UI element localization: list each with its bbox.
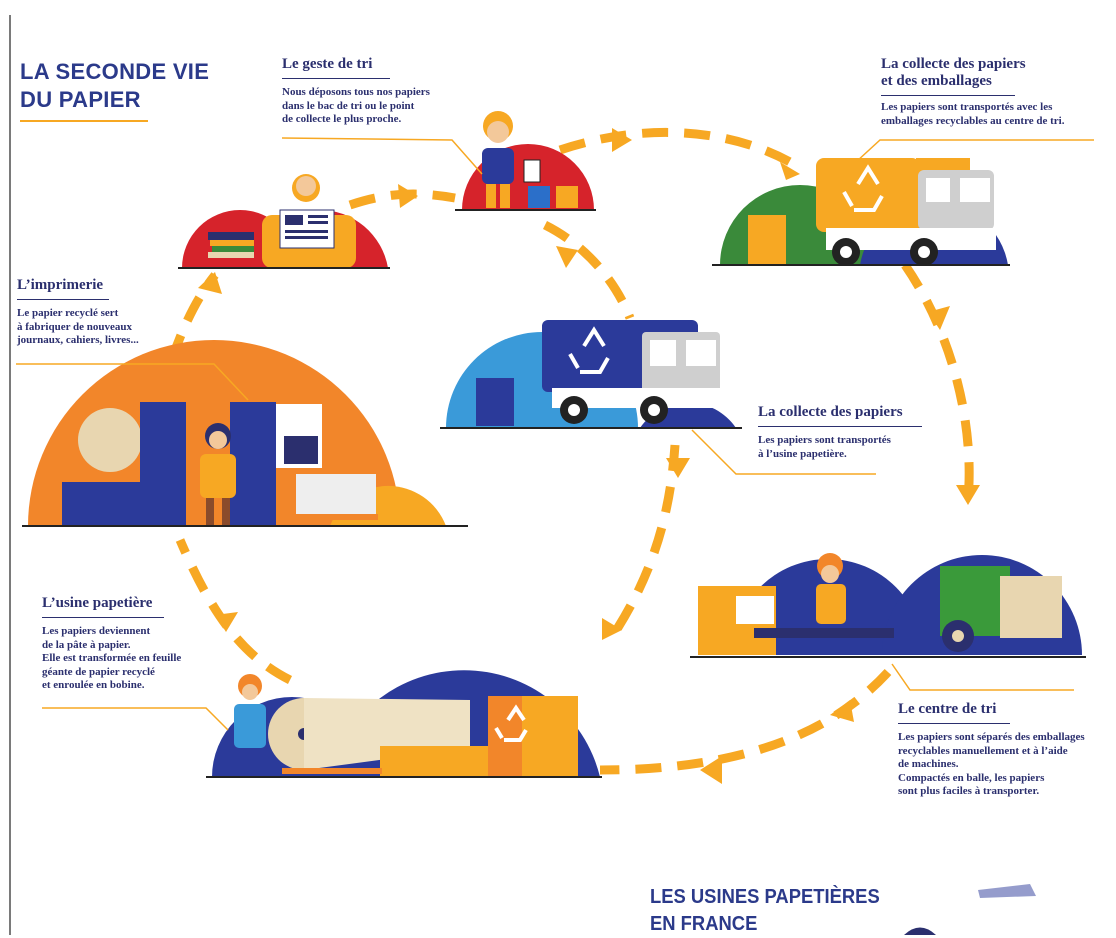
step-description: Les papiers sont séparés des emballages …: [898, 731, 1085, 797]
step-title-underline: [17, 299, 109, 300]
scene-collecte-emballages: [712, 158, 1010, 266]
recycle-icons: [494, 164, 884, 742]
step-description: Nous déposons tous nos papiers dans le b…: [282, 86, 430, 125]
arrowhead-2: [612, 128, 632, 152]
arrowhead-8: [556, 246, 578, 268]
leader-lines: [16, 137, 1094, 731]
step-description: Les papiers sont transportés avec les em…: [881, 101, 1065, 127]
step-geste-de-tri: Le geste de tri Nous déposons tous nos p…: [282, 56, 430, 127]
scene-collecte-papiers: [440, 320, 742, 429]
recycle-icon: [494, 704, 528, 742]
footer-title: LES USINES PAPETIÈRES EN FRANCE: [650, 884, 880, 938]
arrowhead-5: [700, 756, 722, 784]
step-collecte-emballages: La collecte des papiers et des emballage…: [881, 56, 1065, 128]
step-description: Les papiers deviennent de la pâte à papi…: [42, 625, 182, 691]
arrowhead-9: [666, 458, 690, 478]
arrowhead-6: [215, 612, 238, 632]
step-title-underline: [898, 723, 1010, 724]
arrow-heads: [198, 128, 980, 784]
step-title: La collecte des papiers et des emballage…: [881, 56, 1026, 89]
arrowhead-3: [928, 306, 950, 330]
step-centre-de-tri: Le centre de tri Les papiers sont séparé…: [898, 701, 1085, 799]
footer-title-line: LES USINES PAPETIÈRES: [650, 886, 880, 908]
step-description: Le papier recyclé sert à fabriquer de no…: [17, 307, 139, 346]
arrow-collecte-to-usine: [606, 444, 680, 643]
title-underline: [20, 120, 148, 122]
step-title-underline: [758, 426, 922, 427]
step-description: Les papiers sont transportés à l’usine p…: [758, 434, 891, 460]
footer-title-line: EN FRANCE: [650, 913, 758, 935]
step-title: La collecte des papiers: [758, 404, 903, 420]
arrow-camion-to-centre: [901, 262, 974, 501]
arrow-usine-to-imprimerie: [175, 538, 293, 685]
arrowhead-10: [602, 618, 622, 640]
recycle-icon: [842, 164, 884, 212]
scene-imprimerie: [22, 340, 468, 527]
step-title-underline: [282, 78, 390, 79]
arrow-tri-to-camion: [558, 127, 803, 172]
step-title: L’imprimerie: [17, 277, 104, 293]
step-title: Le centre de tri: [898, 701, 997, 717]
step-title: L’usine papetière: [42, 595, 153, 611]
arrow-maison-to-tri: [348, 189, 456, 210]
scene-lecture: [178, 174, 390, 269]
arrowhead-1: [398, 184, 418, 208]
step-title-underline: [881, 95, 1015, 96]
step-imprimerie: L’imprimerie Le papier recyclé sert à fa…: [17, 277, 139, 348]
scene-geste-de-tri: [455, 111, 596, 211]
main-title: LA SECONDE VIE DU PAPIER: [20, 58, 209, 114]
arrow-tri-to-collecte: [542, 220, 635, 320]
scene-centre-de-tri: [690, 553, 1086, 658]
scene-usine-papetiere: [206, 670, 602, 778]
recycle-icon: [568, 326, 610, 374]
step-title-underline: [42, 617, 164, 618]
step-usine-papetiere: L’usine papetière Les papiers deviennent…: [42, 595, 181, 693]
arrow-centre-to-usine: [599, 668, 892, 775]
step-collecte-papiers: La collecte des papiers Les papiers sont…: [758, 404, 922, 461]
step-title: Le geste de tri: [282, 56, 373, 72]
arrowhead-7: [198, 272, 222, 294]
main-title-line: DU PAPIER: [20, 87, 141, 112]
map-decoration: [904, 884, 1036, 935]
main-title-line: LA SECONDE VIE: [20, 59, 210, 84]
arrowhead-4: [956, 485, 980, 505]
